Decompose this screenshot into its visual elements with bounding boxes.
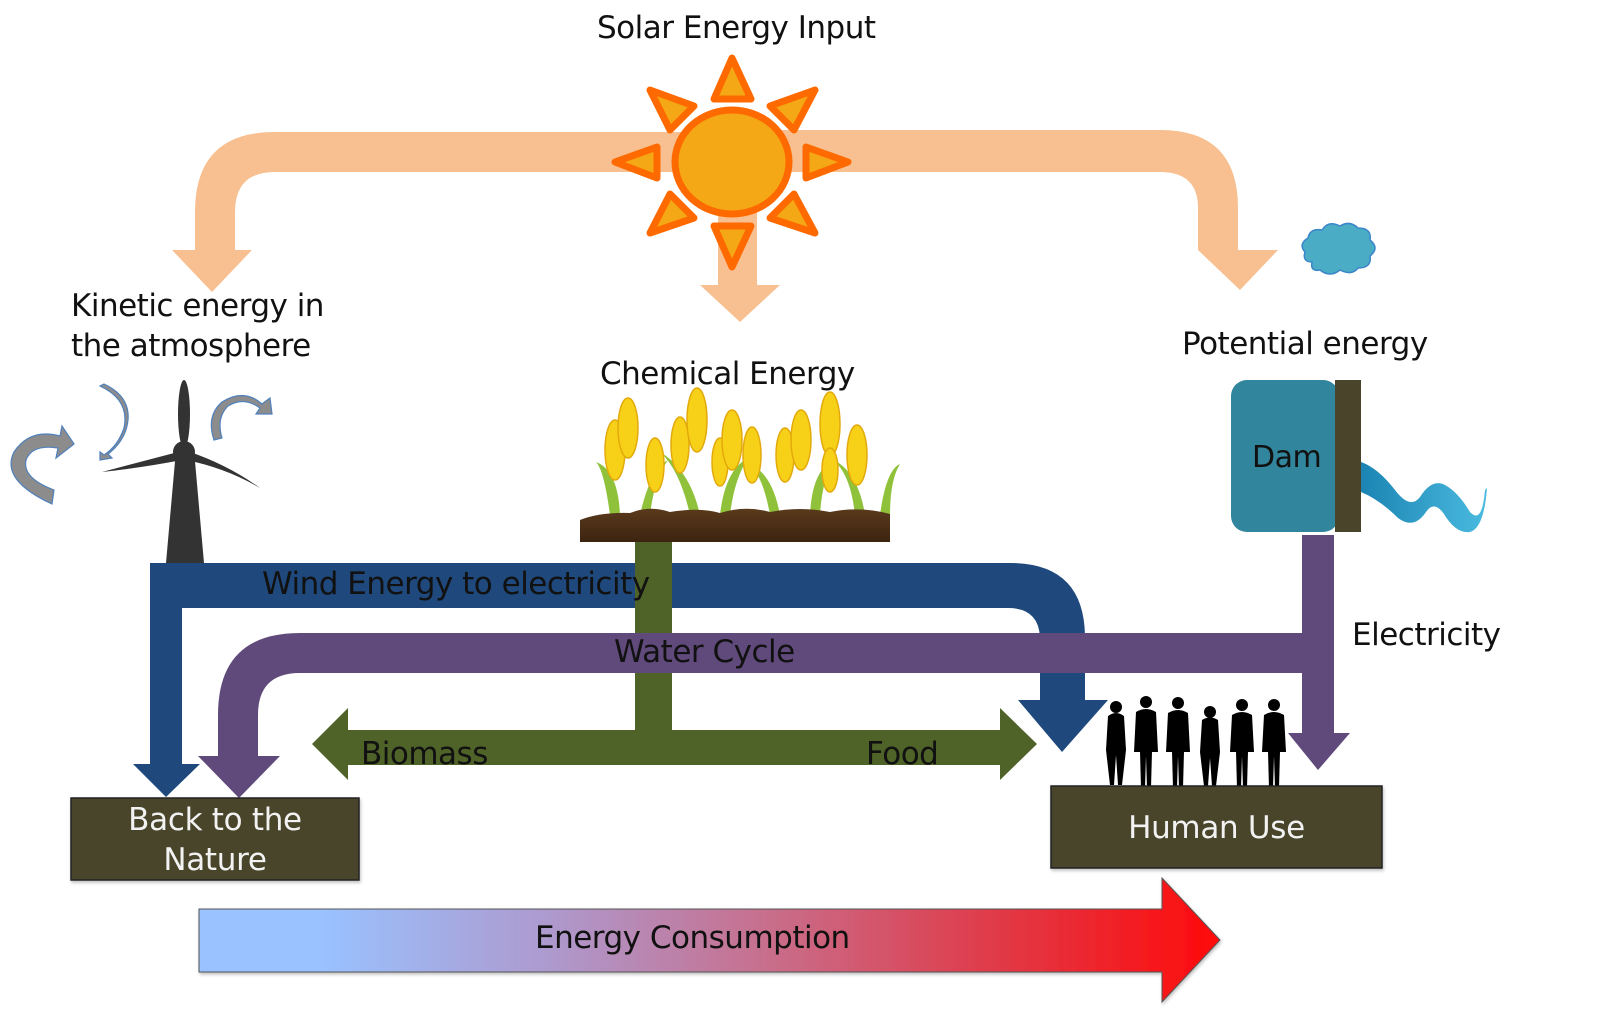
corn-cobs [604,387,868,493]
wind-band-overlay [672,563,1012,608]
cloud-icon [1301,222,1376,275]
curved-wind-arrow-icon [10,383,273,505]
biomass-flow-label: Biomass [361,736,488,772]
solar-energy-input-title: Solar Energy Input [597,10,876,46]
human-use-box [1050,785,1383,869]
potential-energy-label: Potential energy [1182,326,1428,362]
energy-consumption-label: Energy Consumption [535,920,850,956]
wind-energy-flow-label: Wind Energy to electricity [262,566,650,602]
people-silhouettes-icon [1106,696,1286,788]
food-flow-label: Food [866,736,939,772]
energy-consumption-arrow [198,876,1221,1004]
chemical-energy-label: Chemical Energy [600,356,855,392]
water-cycle-flow-label: Water Cycle [614,634,795,670]
back-to-nature-label-line2: Nature [163,842,267,878]
soil [580,508,890,542]
electricity-flow-label: Electricity [1352,617,1501,653]
back-to-nature-box [70,797,360,881]
kinetic-energy-label-line2: the atmosphere [71,328,311,364]
human-use-label: Human Use [1128,810,1305,846]
back-to-nature-label-line1: Back to the [128,802,302,838]
dam-label: Dam [1252,440,1322,475]
wind-turbine-icon [102,380,260,563]
solar-arrow-to-kinetic [172,132,720,292]
kinetic-energy-label-line1: Kinetic energy in [71,288,324,324]
back-to-nature-label: Back to the Nature [71,800,359,880]
solar-arrow-to-potential [720,130,1278,290]
water-cycle-flow-arrow [198,633,1302,798]
corn-field-icon [580,387,900,542]
dam-icon [1231,380,1361,532]
water-wave-icon [1361,462,1487,533]
sun-icon [611,54,852,271]
electricity-flow-arrow [1288,535,1350,770]
